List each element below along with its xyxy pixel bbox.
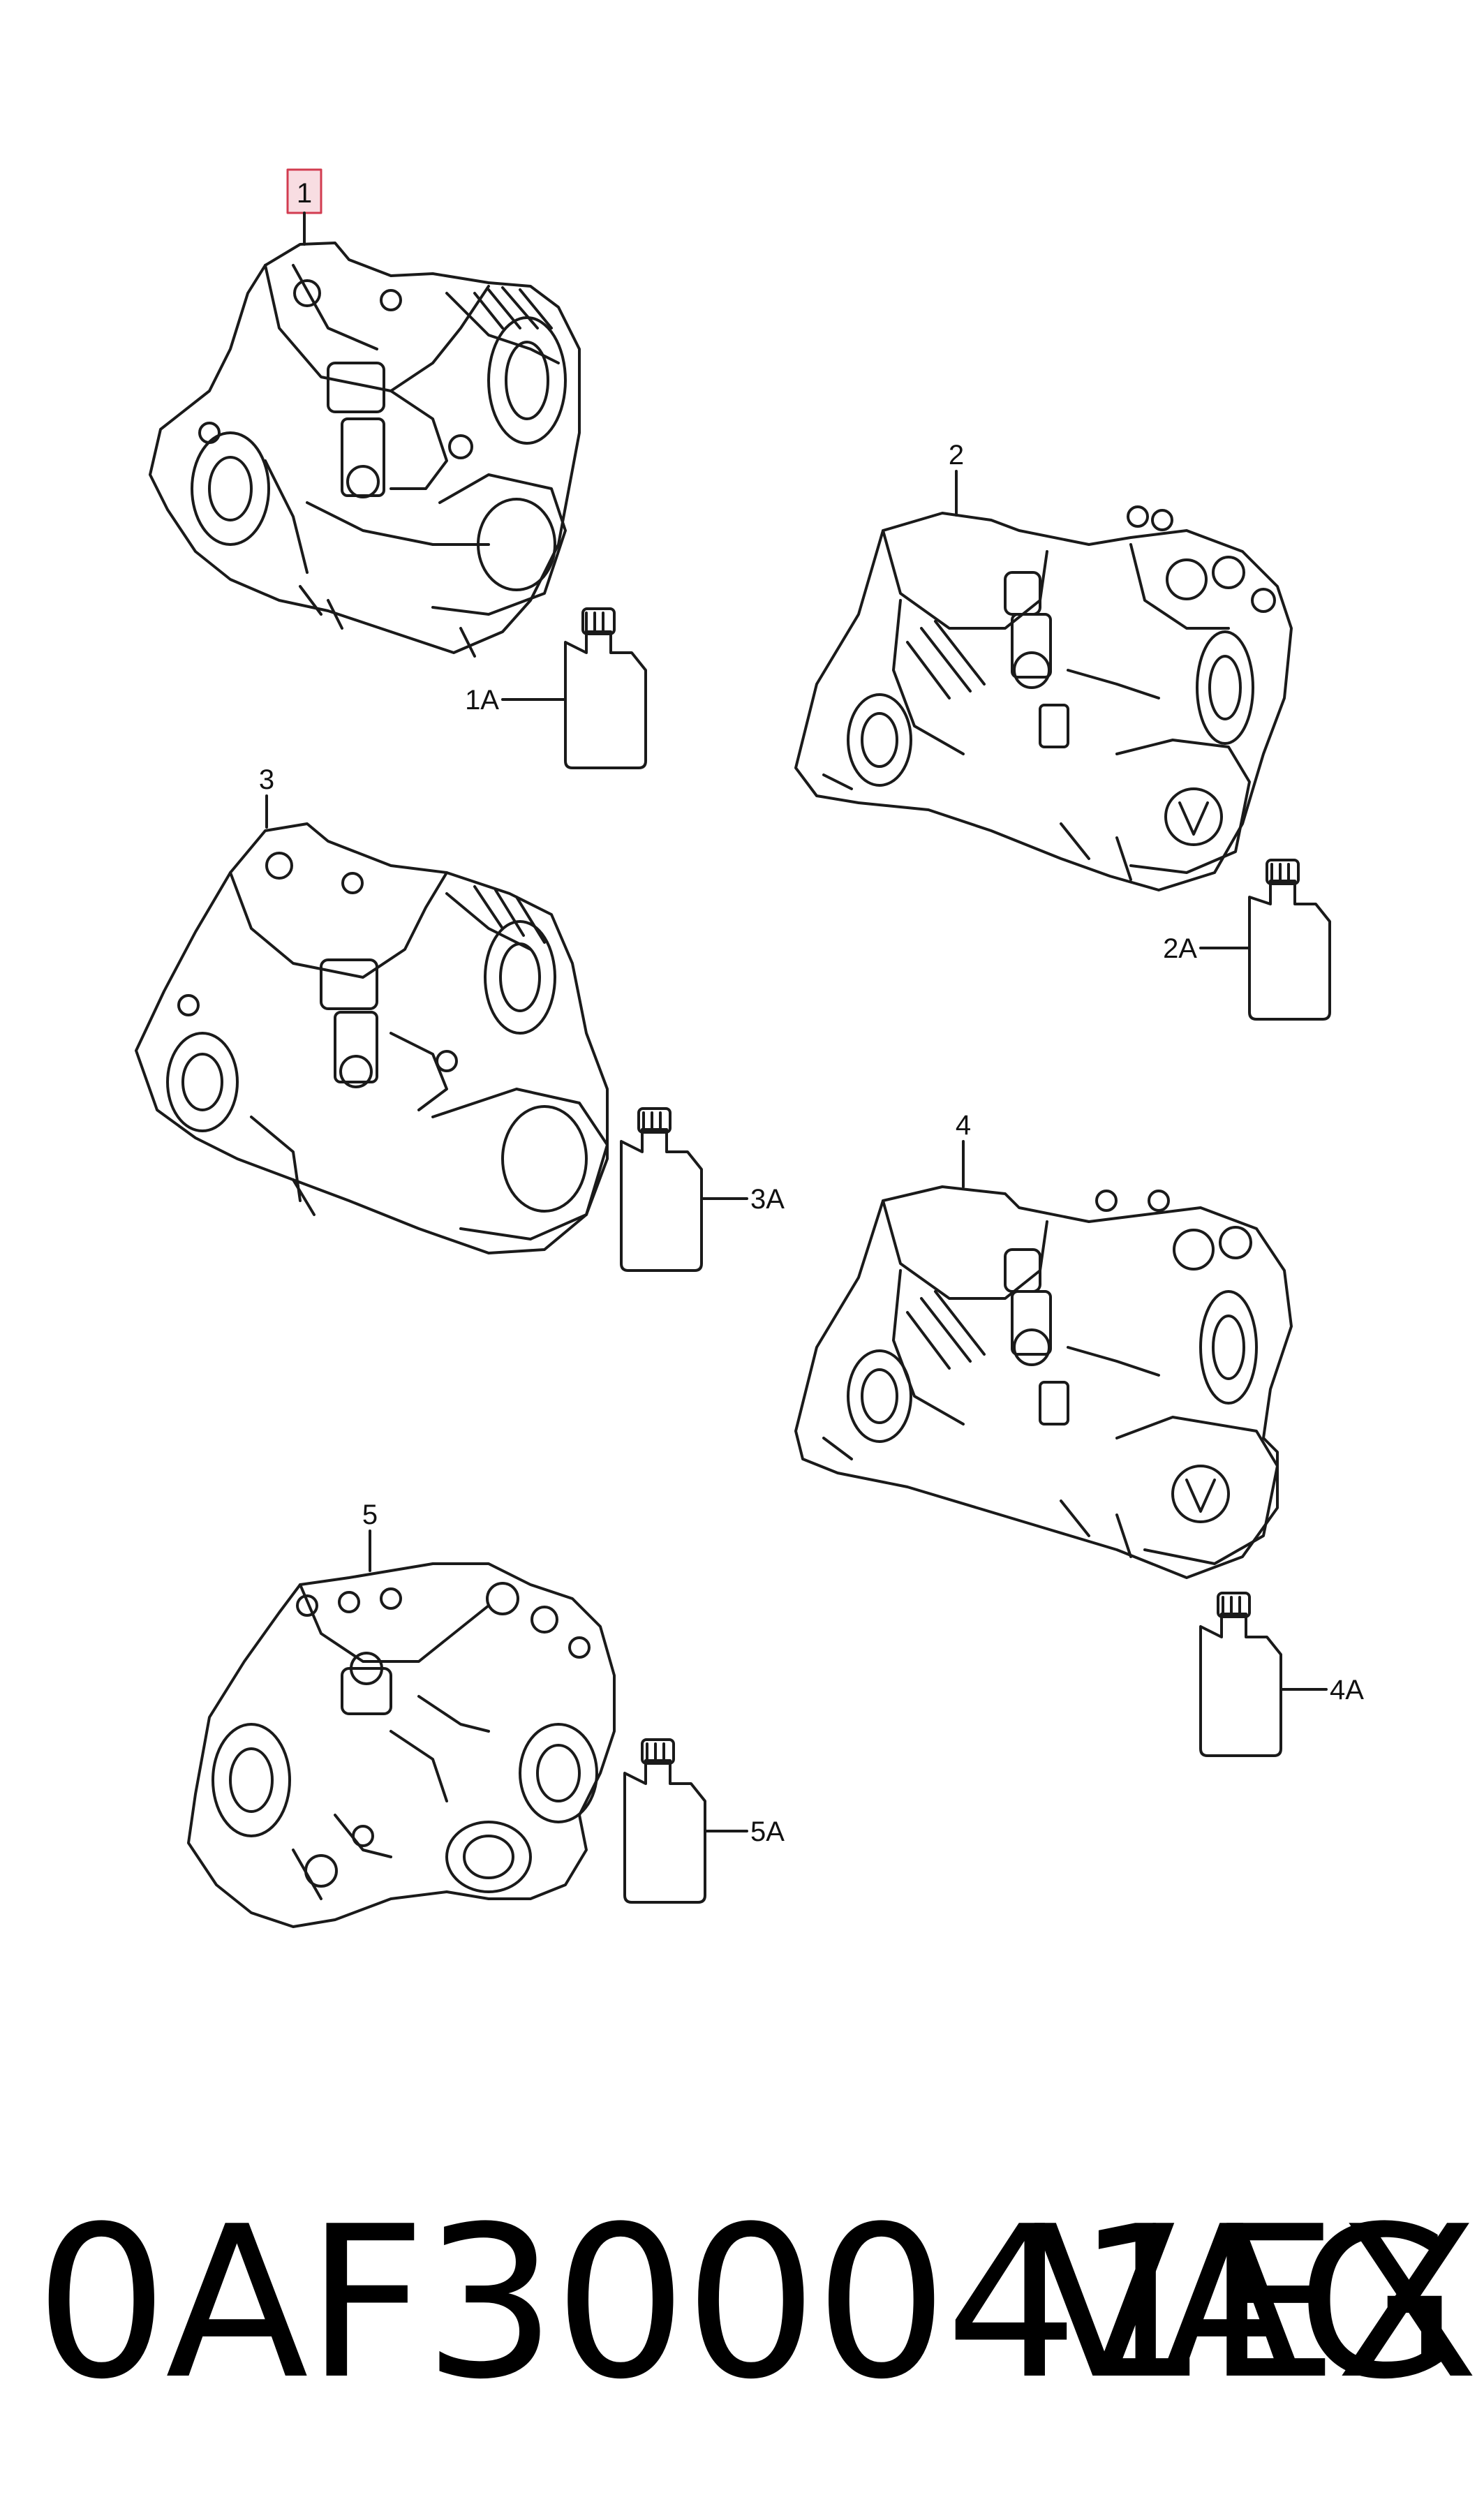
- part-number-label: 0AF300041EX: [35, 2182, 1479, 2425]
- oil-bottle-3a[interactable]: [620, 1107, 748, 1272]
- gearbox-2[interactable]: [794, 505, 1293, 891]
- exploded-parts-diagram: 1 1A 2 2A 3 3A 4 4A 5 5A: [135, 168, 1364, 1928]
- gearbox-5[interactable]: [187, 1562, 616, 1928]
- callout-4a: 4A: [1330, 1675, 1364, 1705]
- gearbox-4[interactable]: [794, 1185, 1293, 1579]
- callout-1-group: [286, 168, 322, 246]
- callout-1a: 1A: [465, 685, 499, 716]
- gearbox-1[interactable]: [149, 242, 581, 658]
- oil-bottle-4a[interactable]: [1199, 1592, 1328, 1757]
- callout-5a: 5A: [750, 1816, 785, 1847]
- callout-3: 3: [259, 764, 274, 795]
- oil-bottle-1a[interactable]: [501, 607, 647, 769]
- callout-2a: 2A: [1163, 933, 1197, 964]
- callout-3a: 3A: [750, 1184, 785, 1215]
- oil-bottle-2a[interactable]: [1199, 859, 1331, 1021]
- callout-4: 4: [956, 1110, 971, 1141]
- callout-2: 2: [949, 440, 964, 471]
- callout-1-highlight-box: [286, 168, 322, 214]
- callout-5: 5: [362, 1499, 378, 1530]
- callout-1: 1: [297, 178, 312, 209]
- brand-label: VAG: [1032, 2182, 1459, 2425]
- oil-bottle-5a[interactable]: [623, 1738, 748, 1904]
- gearbox-3[interactable]: [135, 822, 609, 1254]
